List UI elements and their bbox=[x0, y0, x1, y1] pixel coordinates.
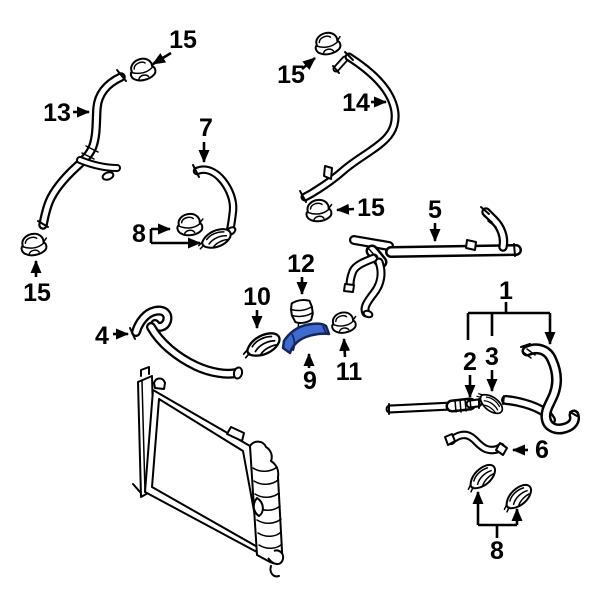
callout-label: 9 bbox=[303, 367, 317, 395]
callout-1[interactable]: 1 bbox=[466, 277, 556, 345]
part-15-clamp-mid-right bbox=[303, 197, 335, 224]
part-4-hose bbox=[129, 305, 244, 380]
callout-10[interactable]: 10 bbox=[243, 283, 271, 329]
callout-13[interactable]: 13 bbox=[43, 99, 90, 127]
callout-11[interactable]: 11 bbox=[336, 338, 363, 386]
part-1-hose bbox=[501, 343, 580, 435]
part-8-clamp-left-b bbox=[197, 225, 233, 254]
part-8-clamp-right-a bbox=[463, 462, 500, 494]
part-8-clamp-right-b bbox=[499, 482, 536, 514]
callout-5[interactable]: 5 bbox=[428, 196, 442, 242]
radiator bbox=[132, 366, 285, 578]
callout-15-top-left[interactable]: 15 bbox=[152, 26, 197, 66]
part-9-hose-highlighted[interactable] bbox=[281, 322, 331, 355]
callout-label: 4 bbox=[95, 322, 109, 350]
callout-label: 6 bbox=[535, 436, 549, 464]
callout-15-mid-right[interactable]: 15 bbox=[336, 194, 385, 222]
callout-15-bottom-left[interactable]: 15 bbox=[23, 260, 51, 307]
callout-label: 1 bbox=[499, 277, 513, 305]
callout-15-top-center[interactable]: 15 bbox=[277, 57, 316, 89]
part-14-hose bbox=[299, 51, 400, 203]
callout-label: 5 bbox=[428, 196, 442, 224]
callout-label: 15 bbox=[357, 194, 385, 222]
callout-label: 10 bbox=[243, 283, 271, 311]
callout-14[interactable]: 14 bbox=[342, 89, 387, 117]
callout-label: 11 bbox=[336, 358, 363, 386]
part-7-hose bbox=[192, 164, 238, 236]
callout-7[interactable]: 7 bbox=[198, 114, 213, 163]
callout-label: 7 bbox=[199, 114, 213, 142]
callout-arrow bbox=[301, 57, 316, 70]
callout-12[interactable]: 12 bbox=[287, 250, 315, 295]
callout-label: 13 bbox=[43, 99, 71, 127]
callout-label: 15 bbox=[277, 61, 305, 89]
part-6-hose bbox=[444, 430, 508, 456]
callout-2[interactable]: 2 bbox=[463, 348, 477, 398]
callout-label: 15 bbox=[169, 26, 197, 54]
callout-3[interactable]: 3 bbox=[485, 343, 499, 392]
part-13-hose bbox=[37, 69, 127, 230]
callout-label: 2 bbox=[463, 348, 477, 376]
part-8-clamp-left-a bbox=[175, 211, 206, 238]
callout-label: 3 bbox=[485, 343, 499, 371]
callout-arrow bbox=[339, 338, 351, 358]
callout-label: 8 bbox=[490, 537, 504, 565]
callout-bracket bbox=[478, 523, 517, 538]
callout-label: 12 bbox=[287, 250, 315, 278]
part-10-clamp bbox=[242, 330, 282, 362]
callout-8-right[interactable]: 8 bbox=[472, 491, 523, 565]
callout-8-left[interactable]: 8 bbox=[132, 220, 201, 249]
callout-9[interactable]: 9 bbox=[303, 353, 317, 395]
callout-4[interactable]: 4 bbox=[95, 322, 129, 350]
part-15-clamp-bottom-left bbox=[18, 230, 50, 259]
part-5-pipe bbox=[343, 206, 522, 319]
callout-arrow bbox=[152, 51, 172, 66]
callout-bracket bbox=[466, 302, 550, 340]
callout-arrow bbox=[336, 203, 355, 215]
callout-6[interactable]: 6 bbox=[512, 436, 549, 464]
callout-label: 14 bbox=[342, 89, 370, 117]
callout-label: 15 bbox=[23, 279, 51, 307]
part-2-hose bbox=[385, 397, 483, 415]
part-15-clamp-top-center bbox=[312, 29, 345, 58]
callout-label: 8 bbox=[132, 220, 146, 248]
part-11-clamp bbox=[329, 309, 360, 336]
part-15-clamp-top-left bbox=[126, 54, 160, 84]
